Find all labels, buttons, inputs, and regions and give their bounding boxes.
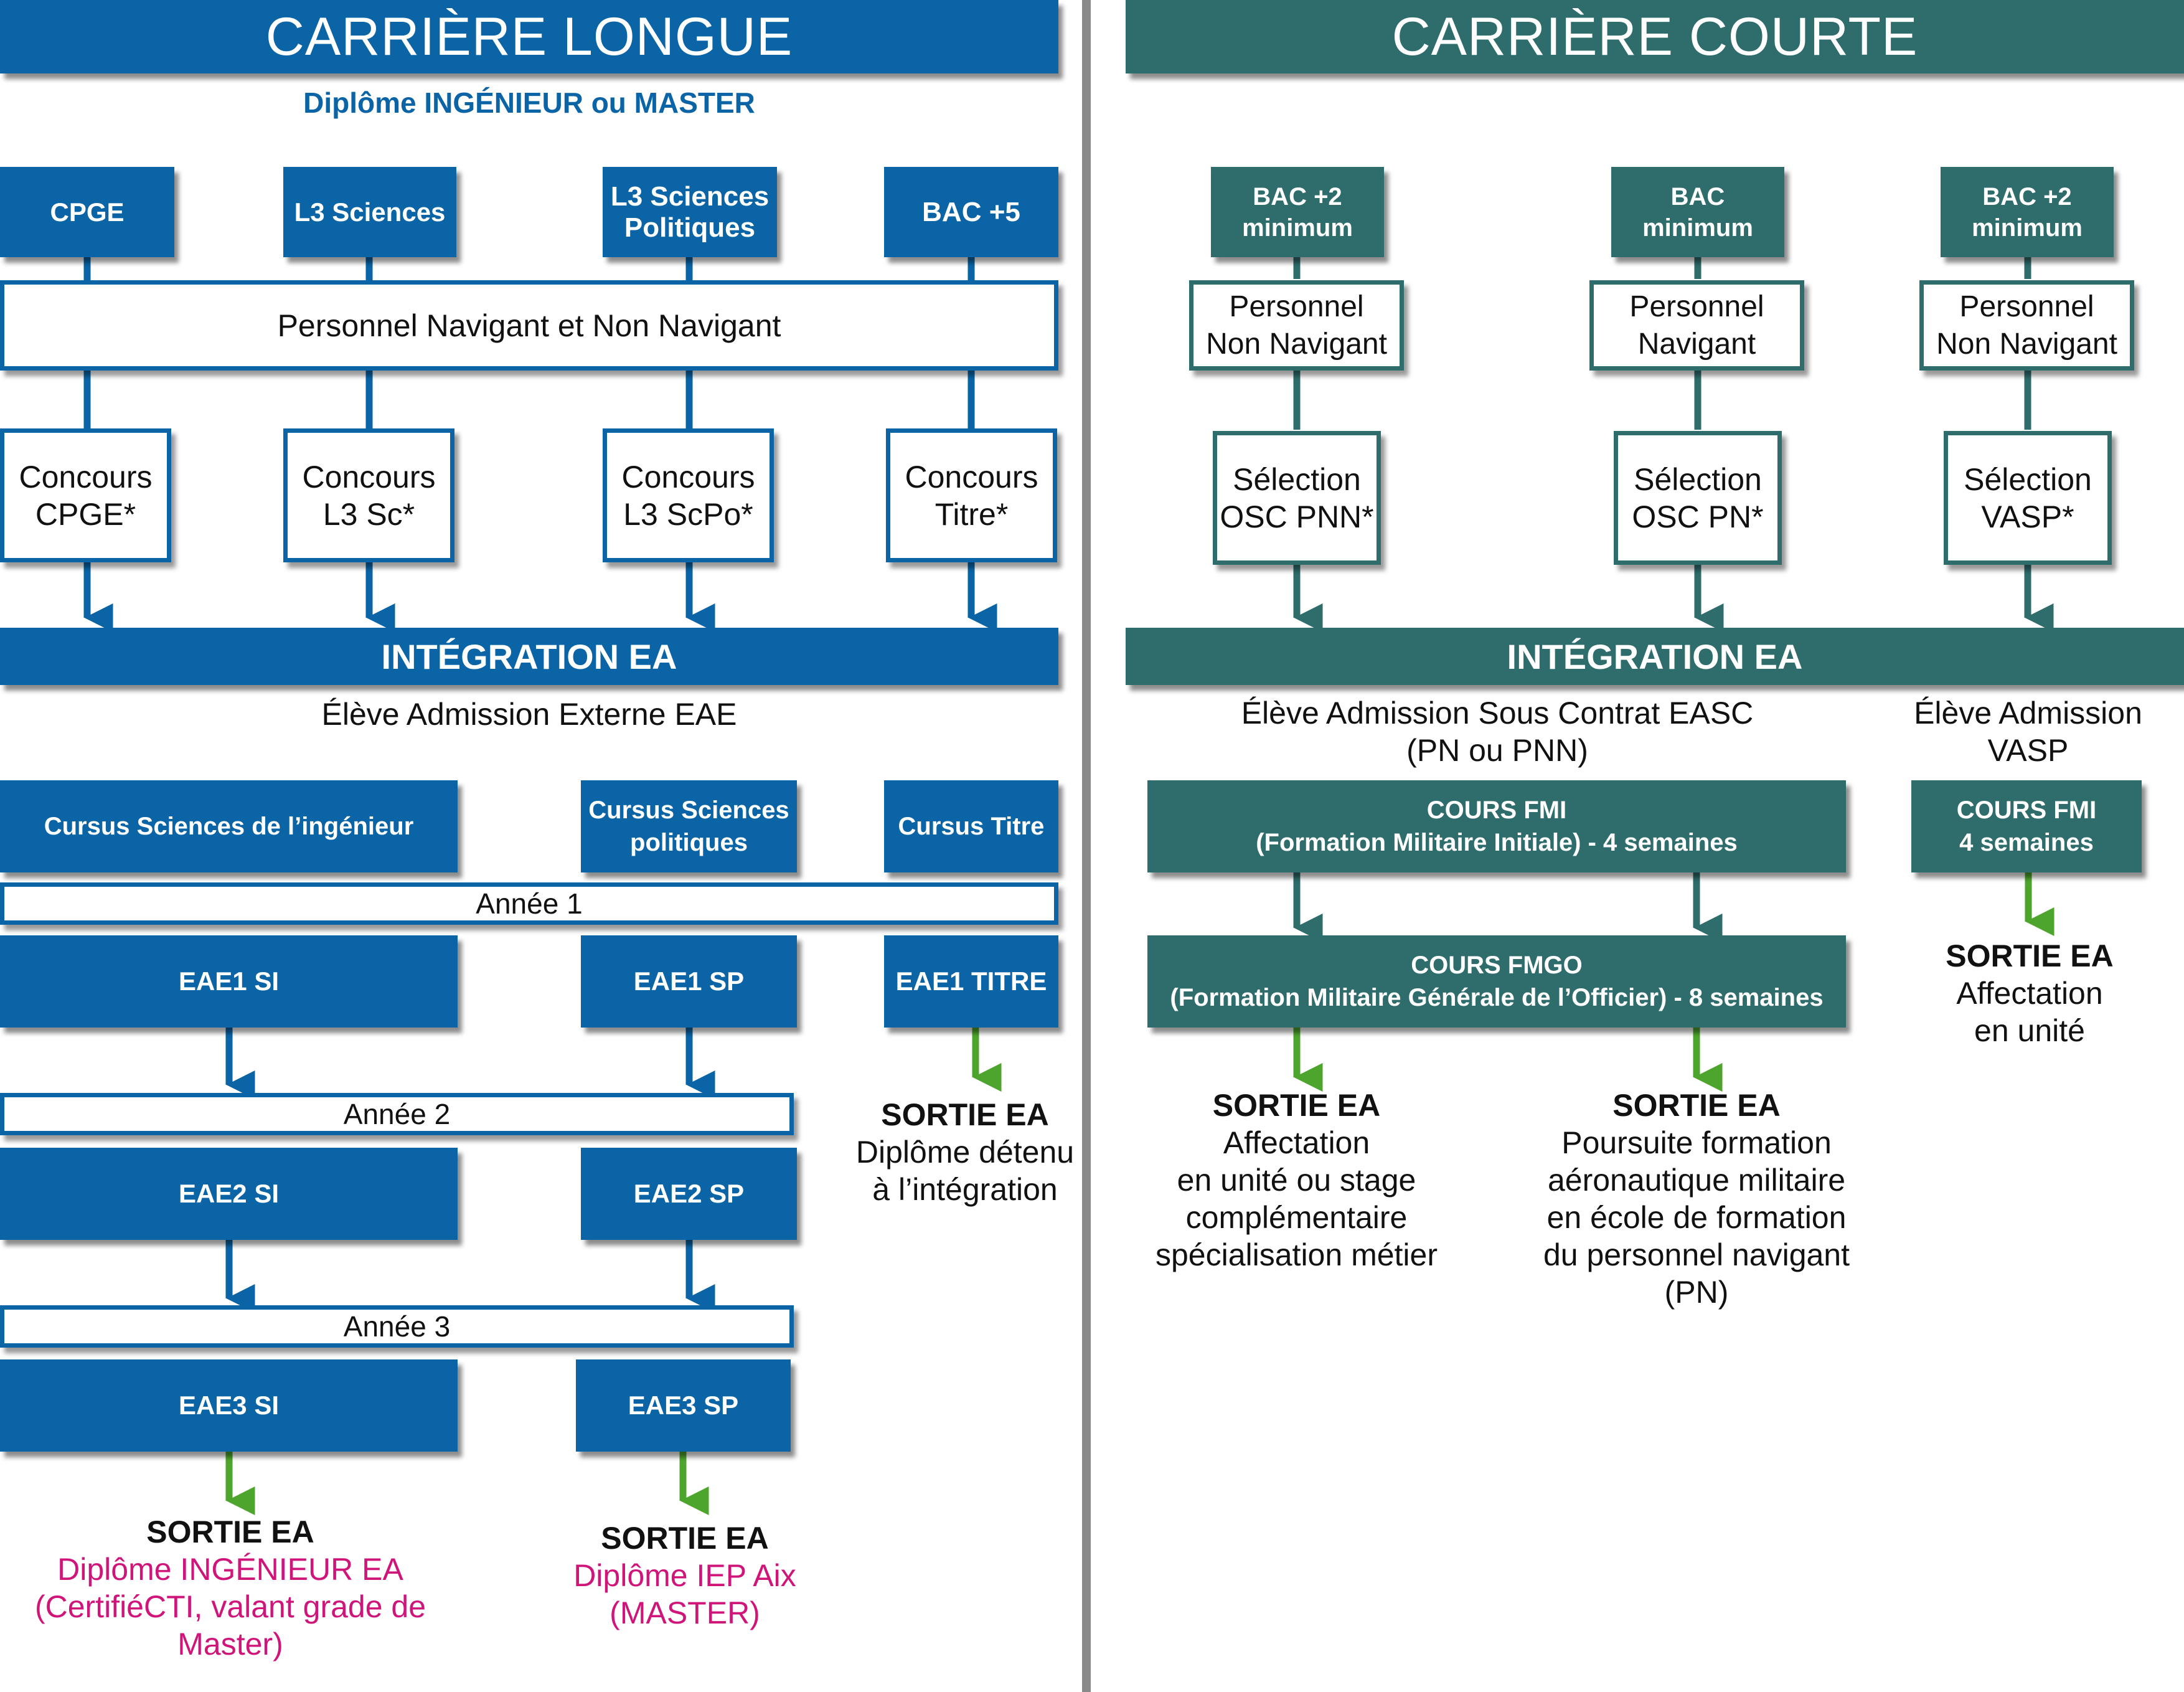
sortie-ea-pnn: SORTIE EA Affectation en unité ou stage … <box>1156 1088 1438 1272</box>
personnel-navigant-non-navigant: Personnel Navigant et Non Navigant <box>0 280 1058 371</box>
annee-1-bar: Année 1 <box>0 882 1058 925</box>
eae3-si: EAE3 SI <box>0 1359 458 1452</box>
cursus-sciences-ingenieur: Cursus Sciences de l’ingénieur <box>0 780 458 872</box>
integration-ea-longue: INTÉGRATION EA <box>0 628 1058 685</box>
longue-subtitle: Diplôme INGÉNIEUR ou MASTER <box>303 87 755 119</box>
carriere-courte-title: CARRIÈRE COURTE <box>1126 0 2184 73</box>
sortie-ea-titre: SORTIE EA Diplôme détenu à l’intégration <box>855 1097 1075 1207</box>
cours-fmgo: COURS FMGO(Formation Militaire Générale … <box>1147 935 1846 1028</box>
eae3-sp: EAE3 SP <box>576 1359 791 1452</box>
entry-cpge: CPGE <box>0 167 174 257</box>
eae1-sp: EAE1 SP <box>581 935 797 1028</box>
sortie-ea-pn: SORTIE EA Poursuite formation aéronautiq… <box>1543 1088 1850 1310</box>
eae2-si: EAE2 SI <box>0 1148 458 1240</box>
eae2-sp: EAE2 SP <box>581 1148 797 1240</box>
eleve-eae: Élève Admission Externe EAE <box>321 697 737 732</box>
cursus-titre: Cursus Titre <box>884 780 1058 872</box>
eae1-titre: EAE1 TITRE <box>884 935 1058 1028</box>
annee-3-bar: Année 3 <box>0 1305 794 1348</box>
cours-fmi: COURS FMI(Formation Militaire Initiale) … <box>1147 780 1846 872</box>
carriere-longue-title: CARRIÈRE LONGUE <box>0 0 1058 73</box>
sortie-ea-vasp: SORTIE EA Affectation en unité <box>1946 938 2114 1048</box>
eleve-easc: Élève Admission Sous Contrat EASC(PN ou … <box>1241 696 1754 768</box>
integration-ea-courte: INTÉGRATION EA <box>1126 628 2184 685</box>
sortie-ea-sp: SORTIE EA Diplôme IEP Aix (MASTER) <box>573 1521 796 1630</box>
entry-l3-sciences: L3 Sciences <box>283 167 456 257</box>
entry-bac-5: BAC +5 <box>884 167 1058 257</box>
annee-2-bar: Année 2 <box>0 1093 794 1135</box>
eae1-si: EAE1 SI <box>0 935 458 1028</box>
sortie-ea-si: SORTIE EA Diplôme INGÉNIEUR EA (Certifié… <box>34 1515 426 1661</box>
